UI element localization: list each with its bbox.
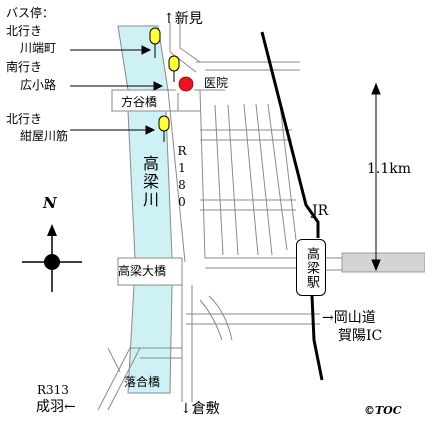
kayo-ic-label: 賀陽IC (338, 328, 383, 344)
bus-stop-icon (149, 27, 161, 58)
legend-stop-2-direction: 南行き (6, 60, 43, 74)
okayama-road-label: →岡山道 (322, 310, 376, 326)
distance-arrow (371, 82, 381, 272)
compass-north-label: N (43, 194, 57, 212)
legend-stop-2-name: 広小路 (20, 78, 57, 92)
north-destination-label: ↑新見 (163, 11, 203, 27)
route-r180-label: R180 (175, 144, 189, 212)
bus-stop-icon (168, 55, 180, 82)
legend-stop-1-direction: 北行き (6, 24, 43, 38)
legend-stop-1-name: 川端町 (20, 41, 57, 55)
distance-label: 1.1km (367, 161, 412, 177)
bridge-takahashi-label: 高梁大橋 (118, 264, 167, 278)
compass-icon (22, 224, 82, 292)
south-destination-label: ↓倉敷 (180, 401, 220, 417)
bridges (111, 89, 183, 286)
takahashi-station: 高梁駅 (296, 239, 326, 296)
bridge-ochiai-label: 落合橋 (124, 375, 161, 389)
legend-stop-3-direction: 北行き (6, 112, 43, 126)
route-r313-label: R313 (37, 383, 69, 397)
legend-stop-3-name: 紺屋川筋 (20, 129, 69, 143)
jr-railway (260, 31, 324, 381)
legend-arrows (70, 45, 164, 135)
station-east-road (341, 252, 425, 273)
street-network (97, 22, 342, 411)
legend-title: バス停： (6, 6, 55, 20)
bridge-hokoku-label: 方谷橋 (121, 95, 158, 109)
hospital-label: 医院 (204, 76, 229, 90)
river-label: 高梁川 (140, 155, 159, 209)
bus-stop-icon (158, 115, 170, 142)
nariwa-label: 成羽← (36, 399, 76, 415)
river-shape (117, 25, 173, 394)
hospital-marker-icon (176, 76, 194, 93)
station-label: 高梁駅 (304, 246, 319, 289)
jr-label: JR (312, 203, 329, 219)
copyright-label: ©TOC (364, 404, 402, 417)
